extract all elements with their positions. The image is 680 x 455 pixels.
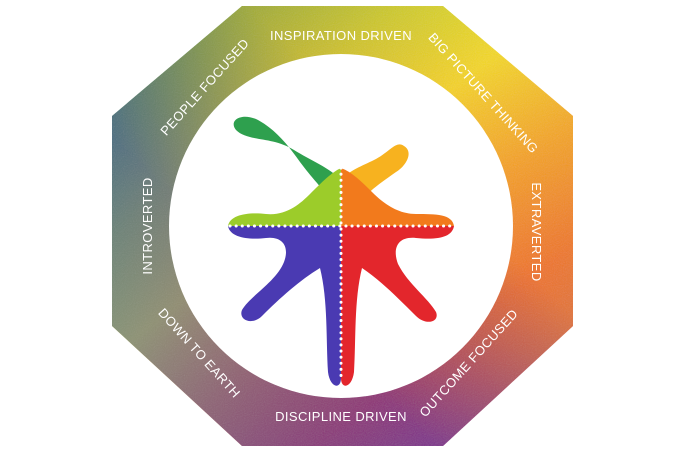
label-introverted: INTROVERTED bbox=[140, 177, 155, 274]
label-discipline-driven: DISCIPLINE DRIVEN bbox=[275, 409, 407, 424]
label-inspiration-driven: INSPIRATION DRIVEN bbox=[270, 28, 412, 43]
label-extraverted: EXTRAVERTED bbox=[529, 182, 544, 281]
